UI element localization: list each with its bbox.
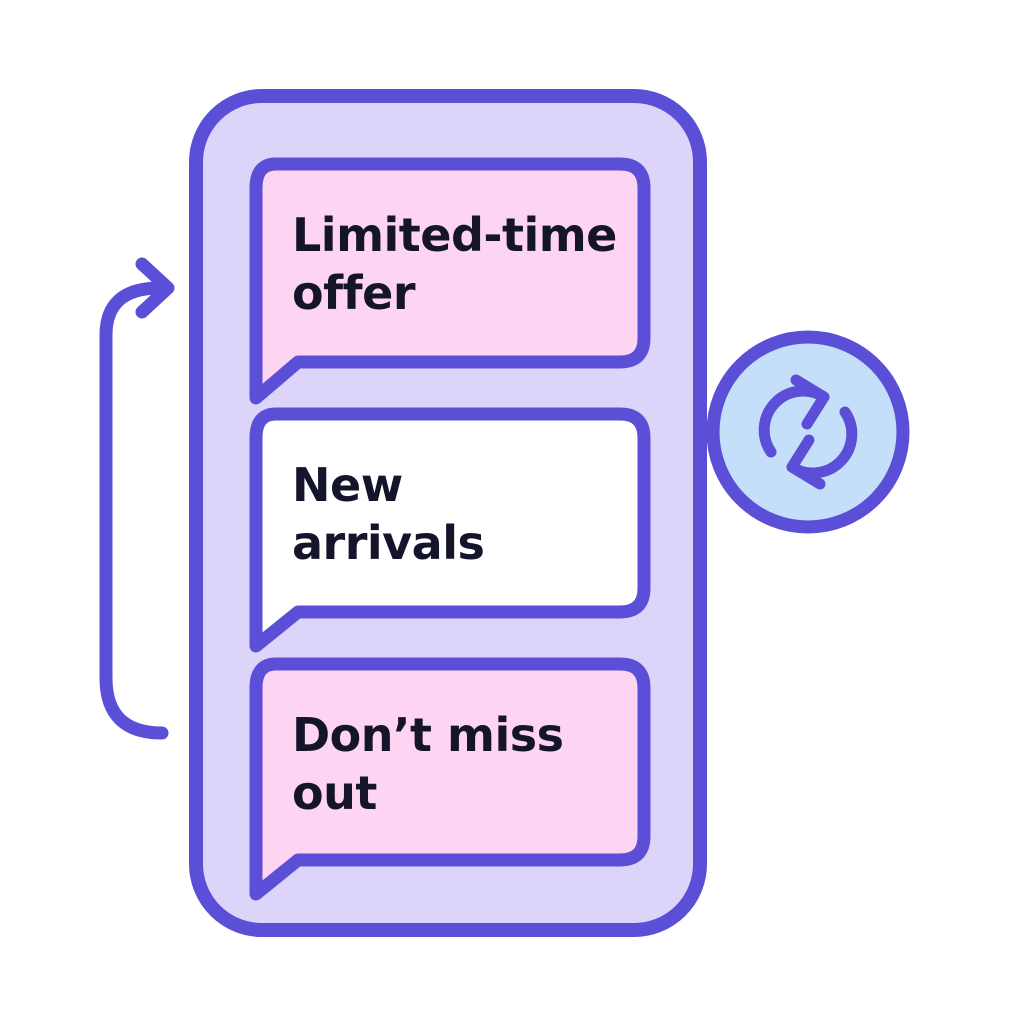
- message-3-line-2: out: [292, 766, 377, 820]
- message-text-3: Don’t miss out: [292, 706, 564, 822]
- refresh-icon: [758, 374, 858, 490]
- message-2-line-2: arrivals: [292, 516, 485, 570]
- message-text-1: Limited-time offer: [292, 206, 617, 322]
- refresh-badge: [706, 330, 910, 534]
- message-bubble-3: [249, 657, 651, 901]
- message-1-line-1: Limited-time: [292, 208, 617, 262]
- loop-arrow-icon: [99, 257, 175, 740]
- message-text-2: New arrivals: [292, 456, 485, 572]
- message-1-line-2: offer: [292, 266, 416, 320]
- message-2-line-1: New: [292, 458, 403, 512]
- message-3-line-1: Don’t miss: [292, 708, 564, 762]
- message-bubble-2: [249, 407, 651, 653]
- message-bubble-1: [249, 157, 651, 405]
